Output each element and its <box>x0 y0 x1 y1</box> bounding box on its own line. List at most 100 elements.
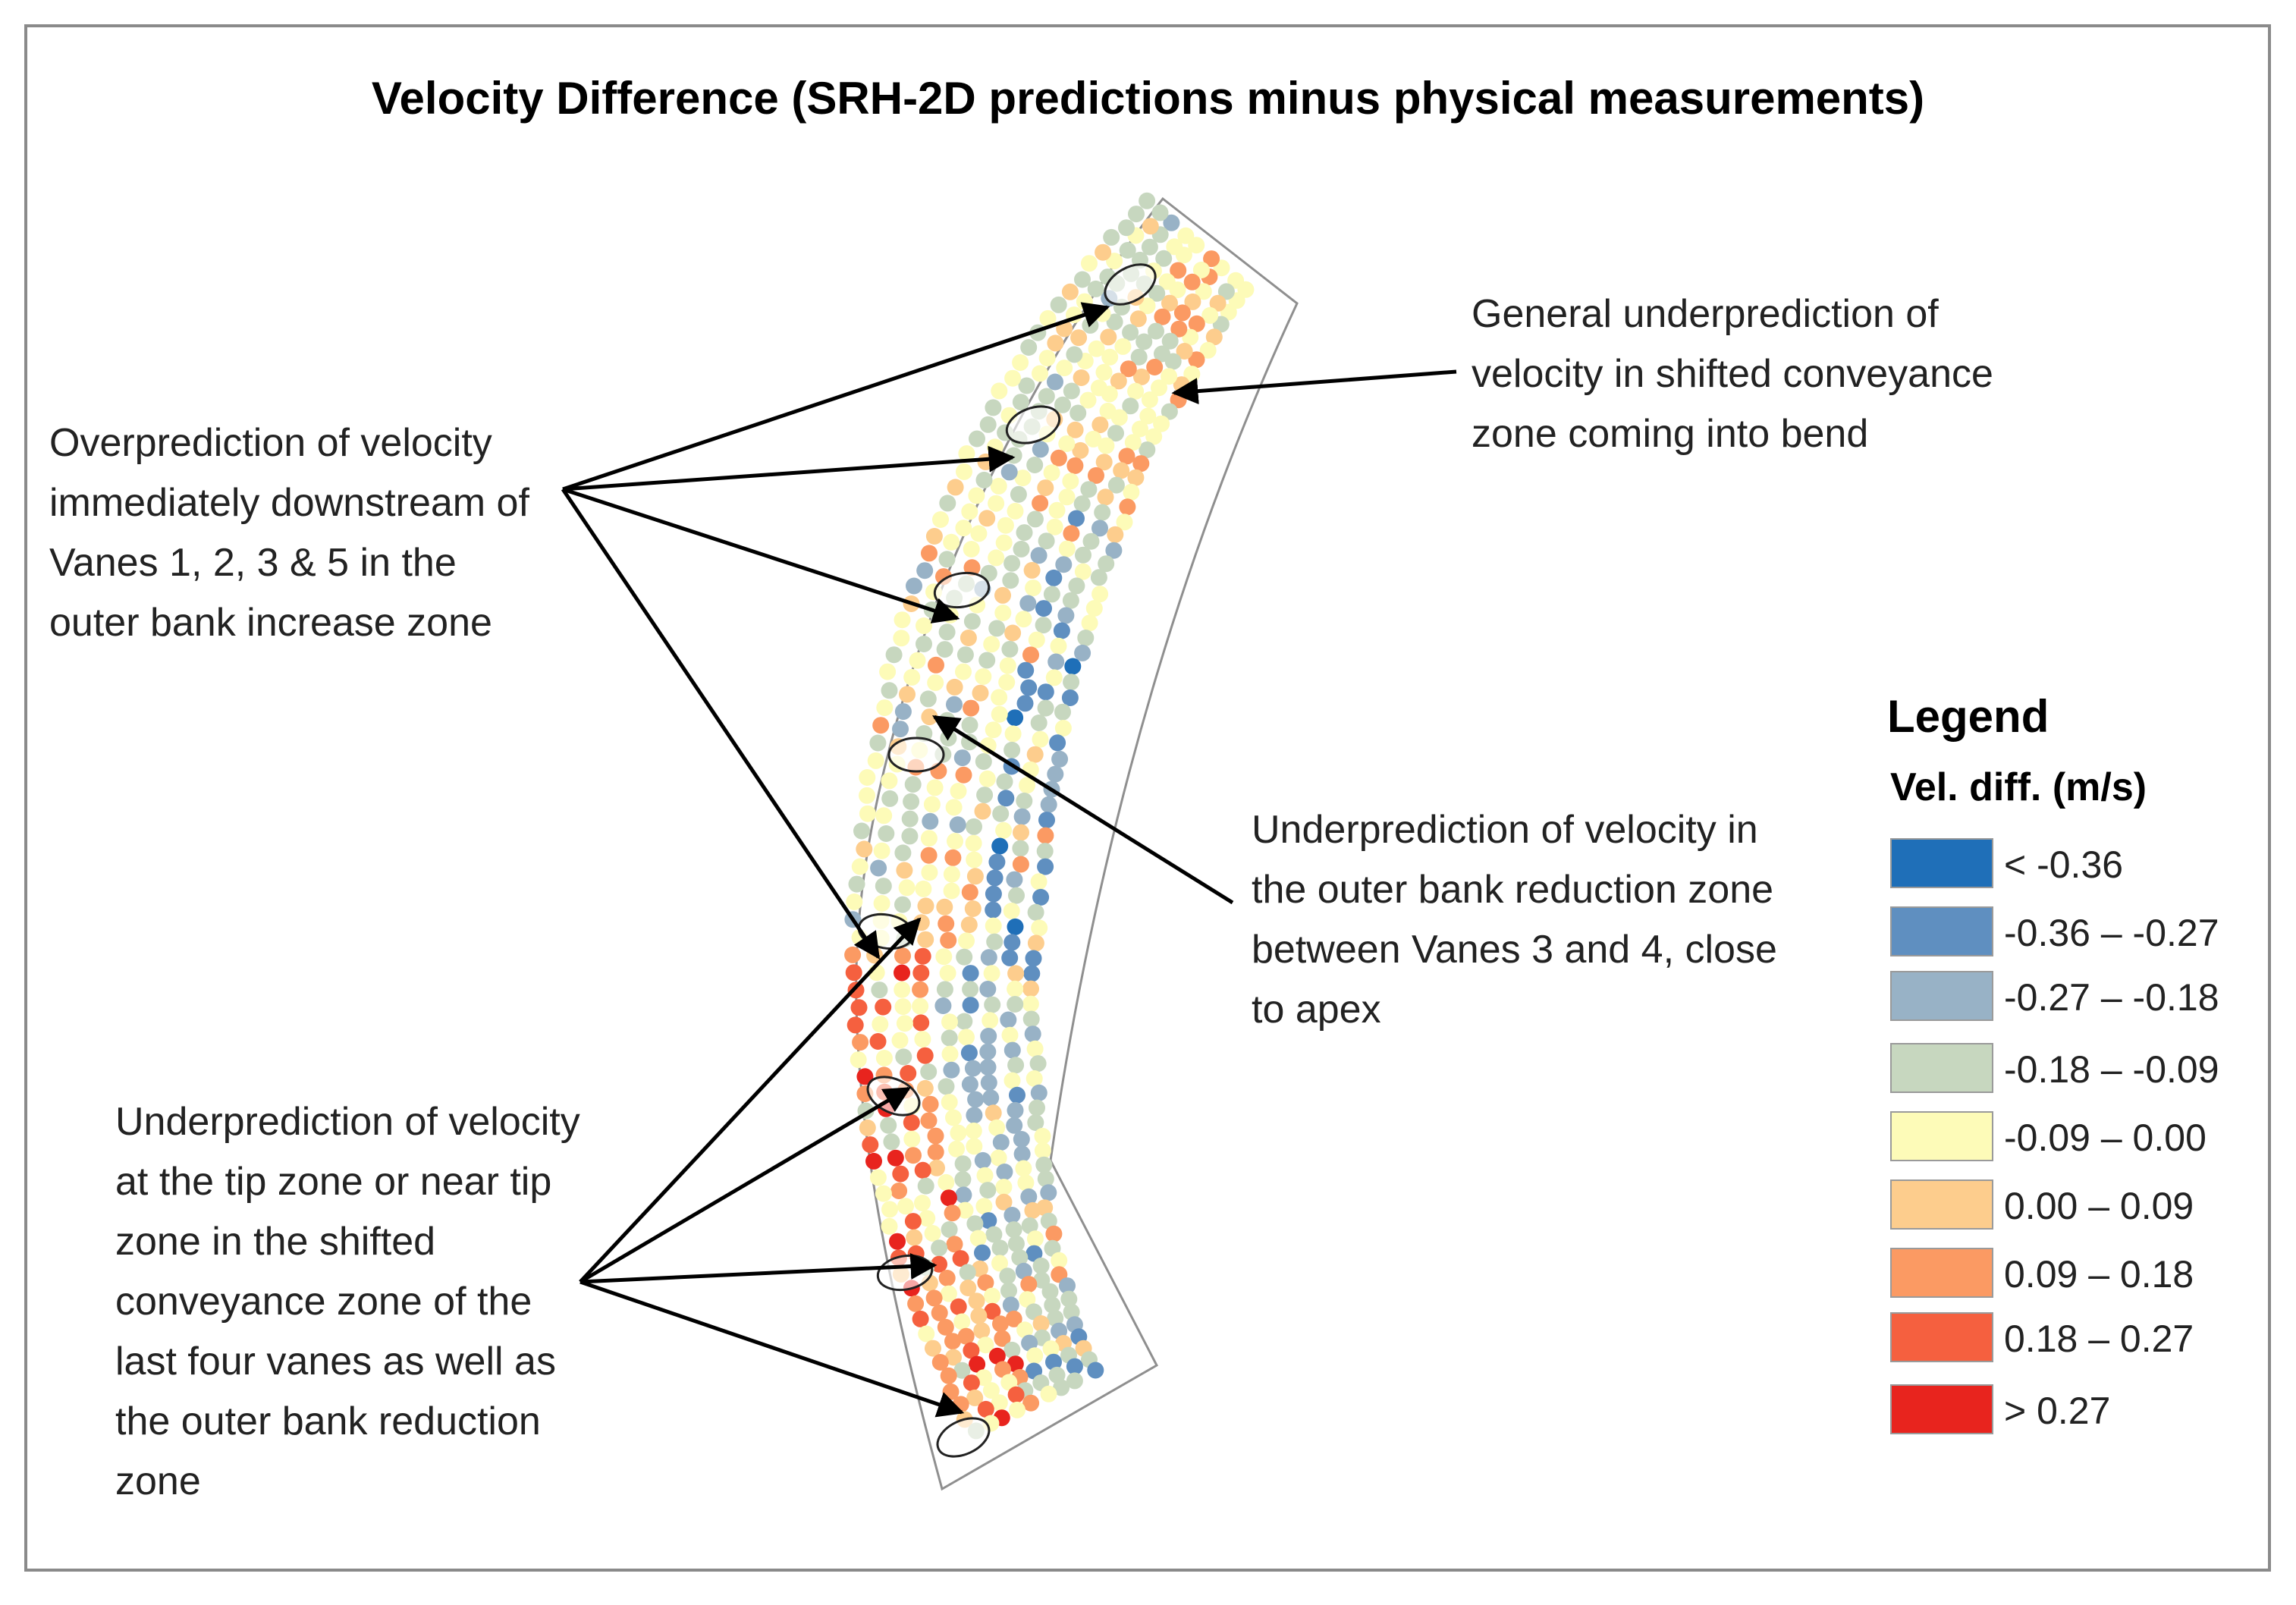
velocity-point <box>1060 1290 1078 1308</box>
velocity-point <box>1068 577 1085 595</box>
annotation-line: last four vanes as well as <box>115 1340 556 1384</box>
velocity-point <box>1061 689 1079 706</box>
velocity-point <box>979 1182 997 1199</box>
legend-item: 0.18 – 0.27 <box>1890 1312 2239 1365</box>
velocity-point <box>946 678 963 696</box>
annotation-arrow <box>562 445 1016 492</box>
velocity-point <box>966 1138 983 1155</box>
velocity-point <box>1019 595 1037 612</box>
velocity-point <box>1050 449 1067 466</box>
velocity-point <box>1007 1355 1024 1373</box>
velocity-point <box>986 933 1004 950</box>
velocity-point <box>920 846 938 864</box>
velocity-point <box>1153 415 1170 432</box>
velocity-point <box>943 533 960 551</box>
velocity-point <box>956 948 973 966</box>
velocity-point <box>990 477 1007 495</box>
velocity-point <box>881 682 898 699</box>
velocity-point <box>1005 1221 1022 1239</box>
velocity-point <box>1047 653 1065 671</box>
velocity-point <box>1074 563 1091 580</box>
legend-label: -0.09 – 0.00 <box>2004 1117 2206 1159</box>
velocity-point <box>955 663 972 680</box>
velocity-point <box>994 1330 1011 1347</box>
velocity-point <box>979 981 997 997</box>
velocity-point <box>1139 297 1156 315</box>
velocity-points <box>844 192 1255 1440</box>
legend-item: -0.18 – -0.09 <box>1890 1043 2239 1096</box>
velocity-point <box>977 453 994 470</box>
velocity-point <box>1047 335 1064 352</box>
velocity-point <box>1025 579 1042 597</box>
legend-label: -0.36 – -0.27 <box>2004 912 2219 954</box>
velocity-point <box>963 613 981 630</box>
velocity-point <box>1059 1277 1076 1295</box>
velocity-point <box>917 1177 934 1195</box>
velocity-point <box>997 790 1015 807</box>
velocity-point <box>996 1164 1013 1180</box>
velocity-point <box>1051 1252 1068 1269</box>
velocity-point <box>984 1302 1001 1320</box>
velocity-point <box>846 1016 864 1034</box>
velocity-point <box>1037 858 1054 875</box>
velocity-point <box>1007 1235 1025 1252</box>
velocity-point <box>924 1225 941 1242</box>
legend-item: -0.36 – -0.27 <box>1890 906 2239 960</box>
legend-item: -0.27 – -0.18 <box>1890 971 2239 1024</box>
velocity-point <box>1007 996 1024 1013</box>
velocity-point <box>992 1134 1010 1151</box>
velocity-point <box>988 549 1005 567</box>
velocity-point <box>962 965 979 982</box>
legend-swatch <box>1890 1248 1993 1298</box>
velocity-point <box>1003 903 1020 919</box>
velocity-point <box>1026 510 1044 528</box>
vanes <box>857 263 1157 1458</box>
velocity-point <box>982 1089 1000 1107</box>
annotation-tip-zone: Underprediction of velocity at the tip z… <box>115 1092 580 1512</box>
velocity-point <box>1055 556 1073 573</box>
velocity-point <box>1047 765 1064 783</box>
velocity-point <box>921 545 938 562</box>
velocity-point <box>878 825 895 842</box>
velocity-point <box>1002 572 1019 589</box>
velocity-point <box>960 916 978 934</box>
velocity-point <box>961 1076 978 1093</box>
legend-item: > 0.27 <box>1890 1384 2239 1437</box>
velocity-point <box>950 1298 967 1315</box>
velocity-point <box>991 1394 1008 1412</box>
velocity-point <box>1154 308 1171 325</box>
annotation-outer-bank-reduction: Underprediction of velocity in the outer… <box>1252 800 1777 1040</box>
velocity-point <box>1040 1184 1057 1201</box>
annotation-line: Underprediction of velocity <box>115 1100 580 1144</box>
velocity-point <box>979 1059 997 1076</box>
velocity-point <box>1015 611 1032 628</box>
velocity-point <box>980 1028 997 1044</box>
velocity-point <box>1007 980 1024 997</box>
velocity-point <box>1047 373 1063 391</box>
velocity-point <box>1129 310 1147 328</box>
velocity-point <box>1066 421 1084 438</box>
velocity-point <box>1012 840 1029 857</box>
velocity-point <box>977 1336 994 1354</box>
velocity-point <box>1070 329 1088 347</box>
velocity-point <box>1013 824 1029 841</box>
annotation-line: the outer bank reduction zone <box>1252 868 1774 912</box>
velocity-point <box>875 1185 892 1202</box>
velocity-point <box>954 1170 972 1188</box>
velocity-point <box>1000 463 1018 481</box>
velocity-point <box>940 1285 957 1302</box>
velocity-point <box>1027 903 1044 921</box>
velocity-point <box>1037 1170 1054 1188</box>
velocity-point <box>994 586 1011 604</box>
velocity-point <box>876 699 894 717</box>
velocity-point <box>850 1051 867 1069</box>
velocity-point <box>1031 919 1048 937</box>
velocity-point <box>1033 1271 1051 1289</box>
velocity-point <box>914 1195 931 1211</box>
velocity-point <box>1095 243 1112 261</box>
velocity-point <box>963 559 981 576</box>
velocity-point <box>914 1031 931 1048</box>
velocity-point <box>966 1215 984 1233</box>
velocity-point <box>1166 238 1183 256</box>
velocity-point <box>912 1014 930 1032</box>
